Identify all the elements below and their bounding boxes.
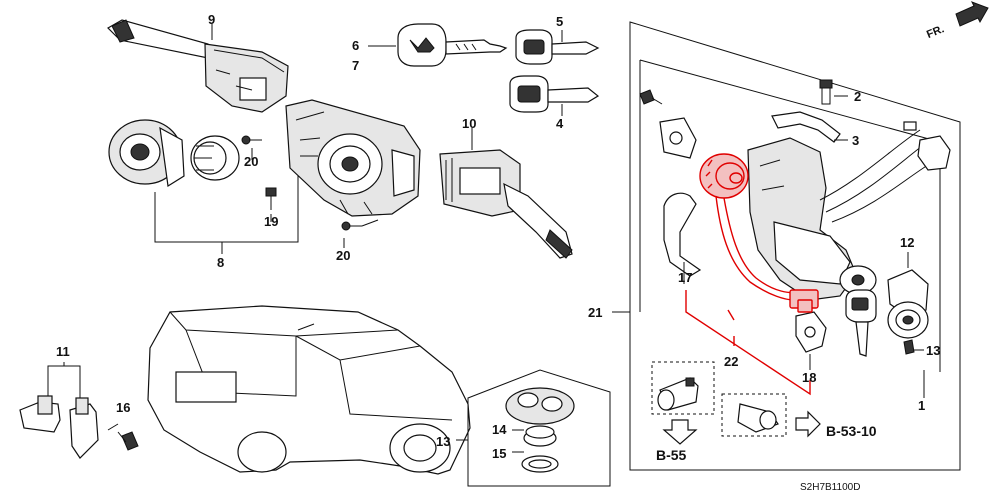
key-fob (505, 387, 575, 425)
bolt-upper-left (639, 89, 663, 105)
fob-callout-box (467, 369, 611, 487)
callout-14: 14 (492, 422, 507, 437)
fob-battery-cap (523, 425, 557, 447)
steering-lock-body (747, 137, 877, 301)
immobilizer-key (397, 23, 508, 67)
wire-harness (819, 121, 951, 223)
callout-13-right: 13 (926, 343, 940, 358)
callout-11: 11 (56, 344, 70, 359)
bolt-16 (117, 431, 139, 451)
bracket-11 (47, 365, 81, 398)
callout-10: 10 (462, 116, 476, 131)
front-direction-label: FR. (925, 23, 946, 41)
callout-22: 22 (724, 354, 738, 369)
bracket-plate (659, 117, 697, 159)
callout-19: 19 (264, 214, 278, 229)
callout-9: 9 (208, 12, 215, 27)
wiper-switch (439, 149, 573, 259)
cable-reel-body (285, 99, 421, 217)
combination-switch-stalk (107, 19, 289, 113)
bolt-2 (819, 79, 848, 105)
fob-seal-ring (521, 455, 559, 473)
ref-box-b5310 (721, 393, 821, 438)
immobilizer-antenna-ring (699, 153, 749, 199)
drum-ring (190, 135, 240, 181)
screw-13-right (903, 339, 924, 355)
screw-20-upper (241, 135, 262, 145)
ref-box-b55 (651, 361, 715, 445)
bracket-18 (795, 311, 827, 370)
bracket-8 (154, 172, 299, 243)
vehicle-outline (147, 305, 471, 475)
bolt-19 (265, 187, 277, 210)
callout-21: 21 (588, 305, 602, 320)
callout-18: 18 (802, 370, 816, 385)
callout-3: 3 (852, 133, 859, 148)
band-17 (663, 192, 702, 284)
key-4 (509, 75, 600, 113)
callout-20-lower: 20 (336, 248, 350, 263)
screw-20-lower (341, 219, 379, 231)
callout-15: 15 (492, 446, 506, 461)
callout-8: 8 (217, 255, 224, 270)
cancel-ring-assembly (108, 119, 185, 187)
ref-label-b55: B-55 (656, 447, 687, 463)
callout-20-upper: 20 (244, 154, 258, 169)
lock-assembly-frame (629, 21, 961, 471)
door-switch-left (19, 395, 61, 433)
ignition-key-insert (845, 289, 877, 357)
key-5 (515, 29, 600, 65)
antenna-wire-22 (715, 195, 819, 313)
callout-5: 5 (556, 14, 563, 29)
red-leader-17-22-18 (685, 290, 811, 396)
callout-13-fob: 13 (436, 434, 450, 449)
callout-1: 1 (918, 398, 925, 413)
ref-label-b5310: B-53-10 (826, 423, 877, 439)
callout-2: 2 (854, 89, 861, 104)
callout-12: 12 (900, 235, 914, 250)
callout-4: 4 (556, 116, 564, 131)
clamp-3 (771, 111, 848, 143)
callout-6: 6 (352, 38, 359, 53)
front-direction-arrow (955, 1, 989, 27)
callout-7: 7 (352, 58, 359, 73)
callout-16: 16 (116, 400, 130, 415)
callout-17: 17 (678, 270, 692, 285)
door-switch-right (69, 397, 99, 459)
key-cylinder-12 (887, 252, 929, 339)
diagram-code: S2H7B1100D (800, 482, 860, 493)
